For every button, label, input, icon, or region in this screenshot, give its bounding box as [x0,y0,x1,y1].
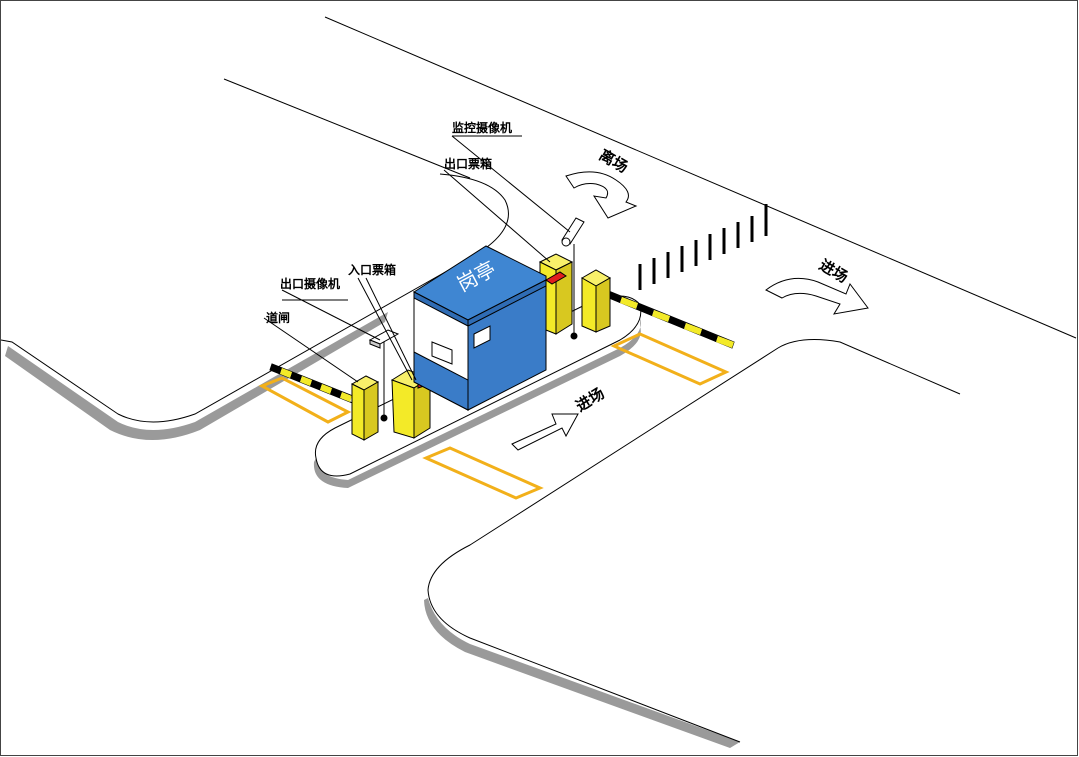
road-edges [223,16,1077,339]
induction-loops [258,332,730,500]
label-enter-right: 进场 [816,256,851,287]
booth [413,245,547,411]
monitor-camera [561,217,585,340]
far-road-edge [324,16,1077,339]
arrow-leave [565,171,638,219]
right-barrier-cabinet [580,269,612,333]
lower-island [424,339,961,748]
left-island-edge [0,173,509,423]
label-exit-ticket-box: 出口票箱 [444,156,492,171]
label-enter-center: 进场 [573,384,608,415]
arrow-enter-center [511,413,579,451]
picket-fence [638,204,768,290]
exit-ticket-box [538,253,574,335]
leader-barrier [263,317,359,383]
label-leave: 离场 [596,146,631,177]
label-monitor-camera: 监控摄像机 [452,120,512,135]
arrow-enter-right [765,277,869,315]
lower-island-edge [427,339,961,743]
leader-lines [263,135,571,383]
left-island [0,173,509,440]
leader-exit-camera [281,289,381,341]
loop-left [258,376,352,424]
label-barrier-gate: 道闸 [266,310,290,325]
left-barrier-cabinet [350,375,380,441]
loop-center [422,446,544,500]
leader-entry-ticket-box-1 [357,277,413,381]
lower-island-shadow [424,598,740,748]
label-exit-camera: 出口摄像机 [280,276,340,291]
booth-front-panel [413,351,469,411]
right-barrier-arm [603,289,735,349]
exit-camera [368,329,400,422]
leader-monitor-camera [451,135,571,233]
left-lane-edge [223,78,471,179]
leader-exit-ticket-box [443,169,551,263]
label-entry-ticket-box: 入口票箱 [348,262,396,277]
loop-right [610,332,730,386]
booth-desk-monitor [431,341,453,365]
leader-entry-ticket-box-2 [365,277,417,381]
